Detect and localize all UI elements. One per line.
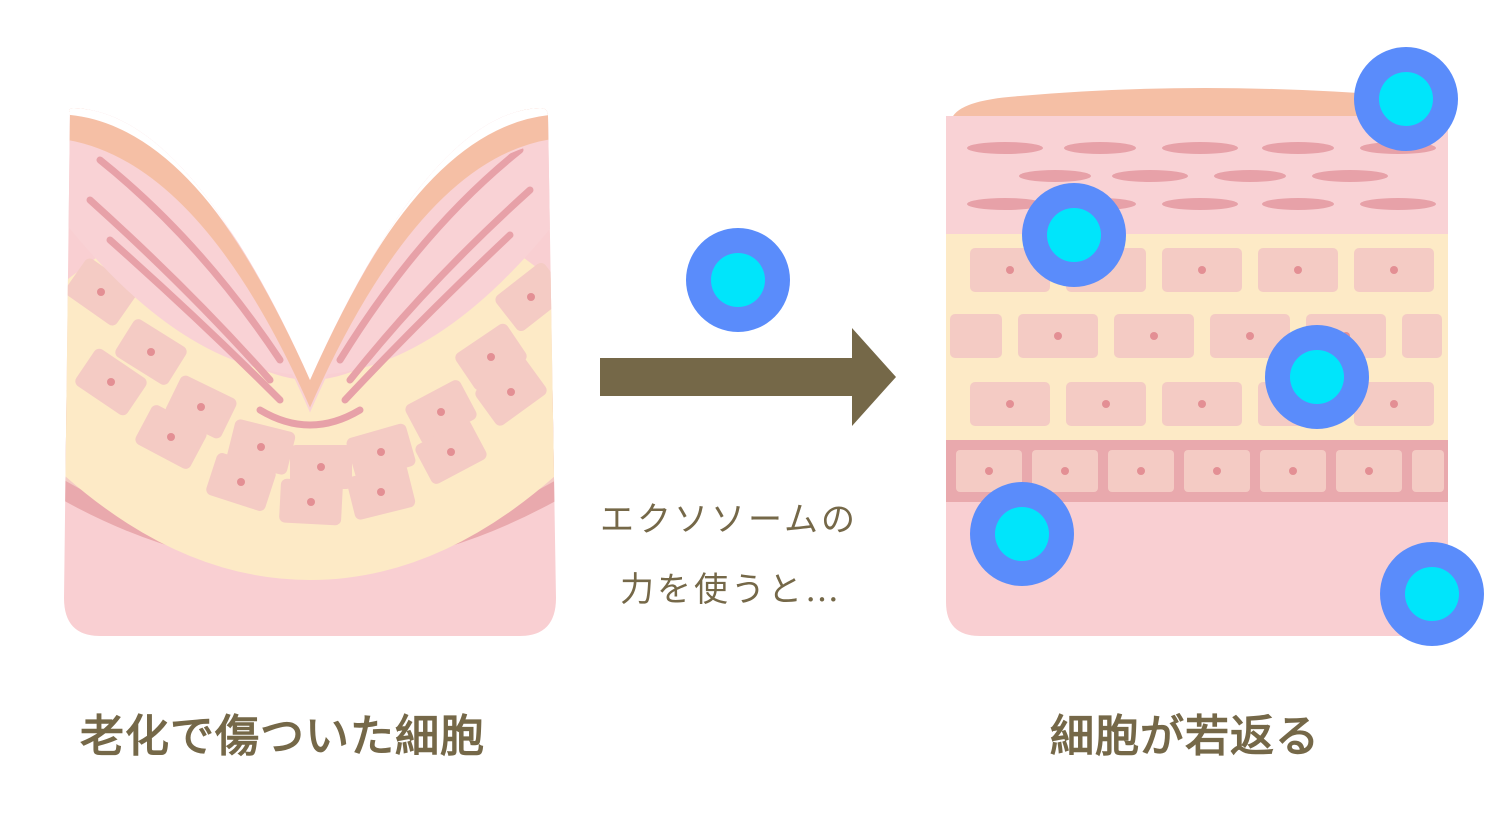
- cell-bricks: [65, 258, 556, 526]
- before-caption: 老化で傷ついた細胞: [80, 711, 485, 762]
- right-arrow-icon: [600, 328, 896, 426]
- exosome-particle-icon: [1265, 325, 1369, 429]
- cell-nuclei: [97, 288, 535, 506]
- after-caption: 細胞が若返る: [1050, 711, 1320, 762]
- epidermis-streaks: [967, 142, 1436, 210]
- exosome-particle-icon: [1022, 183, 1126, 287]
- process-note-line1: エクソソームの: [600, 500, 858, 540]
- process-note-line2: 力を使うと…: [620, 570, 842, 610]
- exosome-particle-icon: [686, 228, 790, 332]
- wrinkle-streaks: [86, 146, 534, 429]
- exosome-particle-icon: [970, 482, 1074, 586]
- damaged-skin-illustration: [64, 108, 556, 636]
- exosome-particle-icon: [1354, 47, 1458, 151]
- exosome-particle-icon: [1380, 542, 1484, 646]
- basal-nuclei: [985, 467, 1373, 475]
- stratum-corneum: [952, 88, 1448, 118]
